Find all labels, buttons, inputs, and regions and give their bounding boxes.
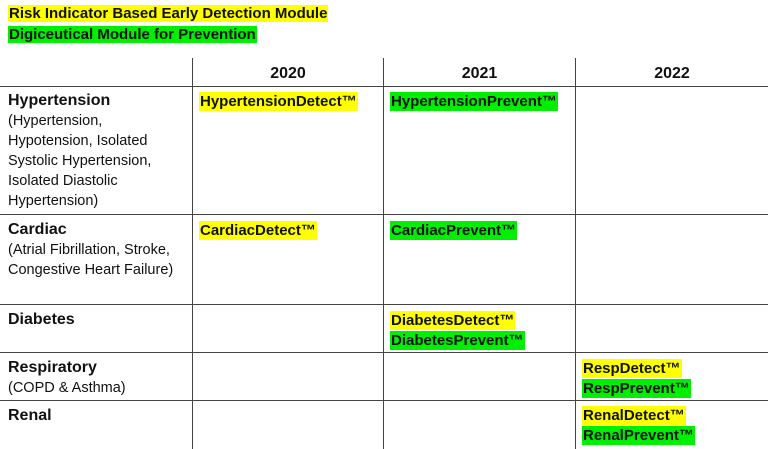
condition-cardiac: Cardiac (Atrial Fibrillation, Stroke, Co…: [8, 220, 190, 280]
column-divider: [575, 58, 576, 449]
condition-subtitle: (COPD & Asthma): [8, 380, 126, 396]
condition-name: Diabetes: [8, 311, 75, 328]
cell-respiratory-2022: RespDetect™ RespPrevent™: [582, 359, 691, 399]
product-prevent: HypertensionPrevent™: [390, 92, 558, 111]
table-header-divider: [0, 86, 768, 87]
product-detect: RenalDetect™: [582, 406, 686, 425]
condition-name: Respiratory: [8, 359, 97, 376]
product-detect: RespDetect™: [582, 359, 682, 378]
condition-respiratory: Respiratory (COPD & Asthma): [8, 358, 190, 398]
row-divider: [0, 400, 768, 401]
condition-name: Hypertension: [8, 92, 111, 109]
year-header-2020: 2020: [270, 65, 306, 82]
cell-diabetes-2021: DiabetesDetect™ DiabetesPrevent™: [390, 311, 525, 351]
product-prevent: RenalPrevent™: [582, 426, 695, 445]
condition-hypertension: Hypertension (Hypertension, Hypotension,…: [8, 91, 190, 211]
condition-subtitle: (Hypertension, Hypotension, Isolated Sys…: [8, 113, 152, 209]
year-header-2021: 2021: [461, 65, 498, 82]
cell-hypertension-2020: HypertensionDetect™: [199, 92, 358, 112]
condition-subtitle: (Atrial Fibrillation, Stroke, Congestive…: [8, 242, 174, 278]
product-prevent: RespPrevent™: [582, 379, 691, 398]
row-divider: [0, 352, 768, 353]
condition-renal: Renal: [8, 406, 190, 426]
cell-renal-2022: RenalDetect™ RenalPrevent™: [582, 406, 695, 446]
product-detect: HypertensionDetect™: [199, 92, 358, 111]
condition-name: Cardiac: [8, 221, 67, 238]
cell-cardiac-2021: CardiacPrevent™: [390, 221, 518, 241]
product-detect: DiabetesDetect™: [390, 311, 516, 330]
column-divider: [192, 58, 193, 449]
product-prevent: CardiacPrevent™: [390, 221, 518, 240]
product-detect: CardiacDetect™: [199, 221, 317, 240]
row-divider: [0, 304, 768, 305]
condition-name: Renal: [8, 407, 52, 424]
year-header-2022: 2022: [654, 65, 690, 82]
legend-detect-label: Risk Indicator Based Early Detection Mod…: [8, 5, 329, 22]
legend-prevent-label: Digiceutical Module for Prevention: [8, 26, 257, 43]
cell-cardiac-2020: CardiacDetect™: [199, 221, 317, 241]
product-prevent: DiabetesPrevent™: [390, 331, 525, 350]
column-divider: [383, 58, 384, 449]
condition-diabetes: Diabetes: [8, 310, 190, 330]
cell-hypertension-2021: HypertensionPrevent™: [390, 92, 558, 112]
row-divider: [0, 214, 768, 215]
legend: Risk Indicator Based Early Detection Mod…: [8, 4, 329, 46]
